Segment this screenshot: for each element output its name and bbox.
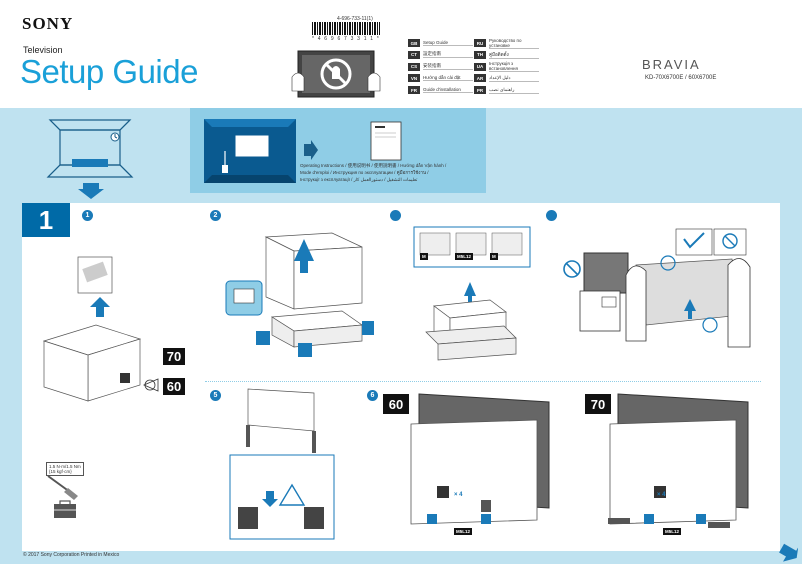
- no-touch-screen-icon: [291, 50, 381, 98]
- part-tag: M5L12: [455, 253, 474, 260]
- accessories-box: [413, 226, 531, 268]
- size-badge: 60: [383, 394, 409, 414]
- tv-back-60-illustration: [410, 393, 550, 525]
- page-title: Setup Guide: [20, 53, 198, 90]
- right-arrow-icon: [304, 140, 318, 160]
- next-arrow-icon: [779, 543, 798, 562]
- size-badge: 70: [163, 348, 185, 365]
- torque-value: 1.5 N·m/1.5 Nm: [49, 464, 81, 469]
- stand-attach-illustration: [229, 388, 335, 540]
- tv-back-70-illustration: [608, 393, 749, 528]
- two-person-lift-illustration: [563, 228, 751, 348]
- barcode: [312, 22, 380, 35]
- manual-booklet-icon: [370, 121, 402, 161]
- barcode-digits: * 4 6 9 6 7 3 3 1 1 *: [312, 36, 381, 42]
- brand-logo: SONY: [22, 14, 74, 33]
- size-badge: 70: [585, 394, 611, 414]
- copyright: © 2017 Sony Corporation Printed in Mexic…: [23, 552, 120, 558]
- manual-note-line: Operating Instructions / 使用说明书 / 使用說明書 /…: [300, 163, 447, 168]
- substep-2-badge: 2: [210, 210, 221, 221]
- substep-3-badge: [390, 210, 401, 221]
- size-badge: 60: [163, 378, 185, 395]
- substep-5-badge: 5: [210, 390, 221, 401]
- torque-value-alt: {15 kgf·cm}: [49, 469, 72, 474]
- down-arrow-icon: [78, 183, 104, 199]
- lift-box-illustration: [225, 232, 374, 357]
- room-illustration: [46, 119, 134, 178]
- screw-tag: M5L12: [663, 528, 682, 535]
- model-numbers: KD-70X6700E / 60X6700E: [645, 75, 717, 81]
- screw-count: × 4: [454, 492, 463, 498]
- substep-6-badge: 6: [367, 390, 378, 401]
- step-number-main: 1: [22, 203, 70, 237]
- section-divider: [205, 381, 761, 382]
- screwdriver-icon: [47, 475, 78, 518]
- substep-1-badge: 1: [82, 210, 93, 221]
- product-type: Television: [23, 45, 63, 55]
- manual-note-line: Mode d'emploi / Инструкция по эксплуатац…: [300, 170, 429, 175]
- wall-tv-illustration: [204, 119, 296, 183]
- substep-4-badge: [546, 210, 557, 221]
- part-number: 4-696-733-11(1): [337, 16, 373, 22]
- tv-in-foam-illustration: [425, 282, 517, 361]
- part-tag: M: [420, 253, 428, 260]
- series-name: BRAVIA: [642, 57, 701, 72]
- screw-count: × 4: [657, 492, 666, 498]
- part-tag: M: [490, 253, 498, 260]
- screw-tag: M5L12: [454, 528, 473, 535]
- torque-label: 1.5 N·m/1.5 Nm {15 kgf·cm}: [46, 462, 84, 476]
- manual-note-line: Інструкції з експлуатації / تعليمات التش…: [300, 177, 418, 182]
- manual-note: Operating Instructions / 使用说明书 / 使用說明書 /…: [300, 162, 446, 183]
- carton-box-illustration: [42, 256, 159, 402]
